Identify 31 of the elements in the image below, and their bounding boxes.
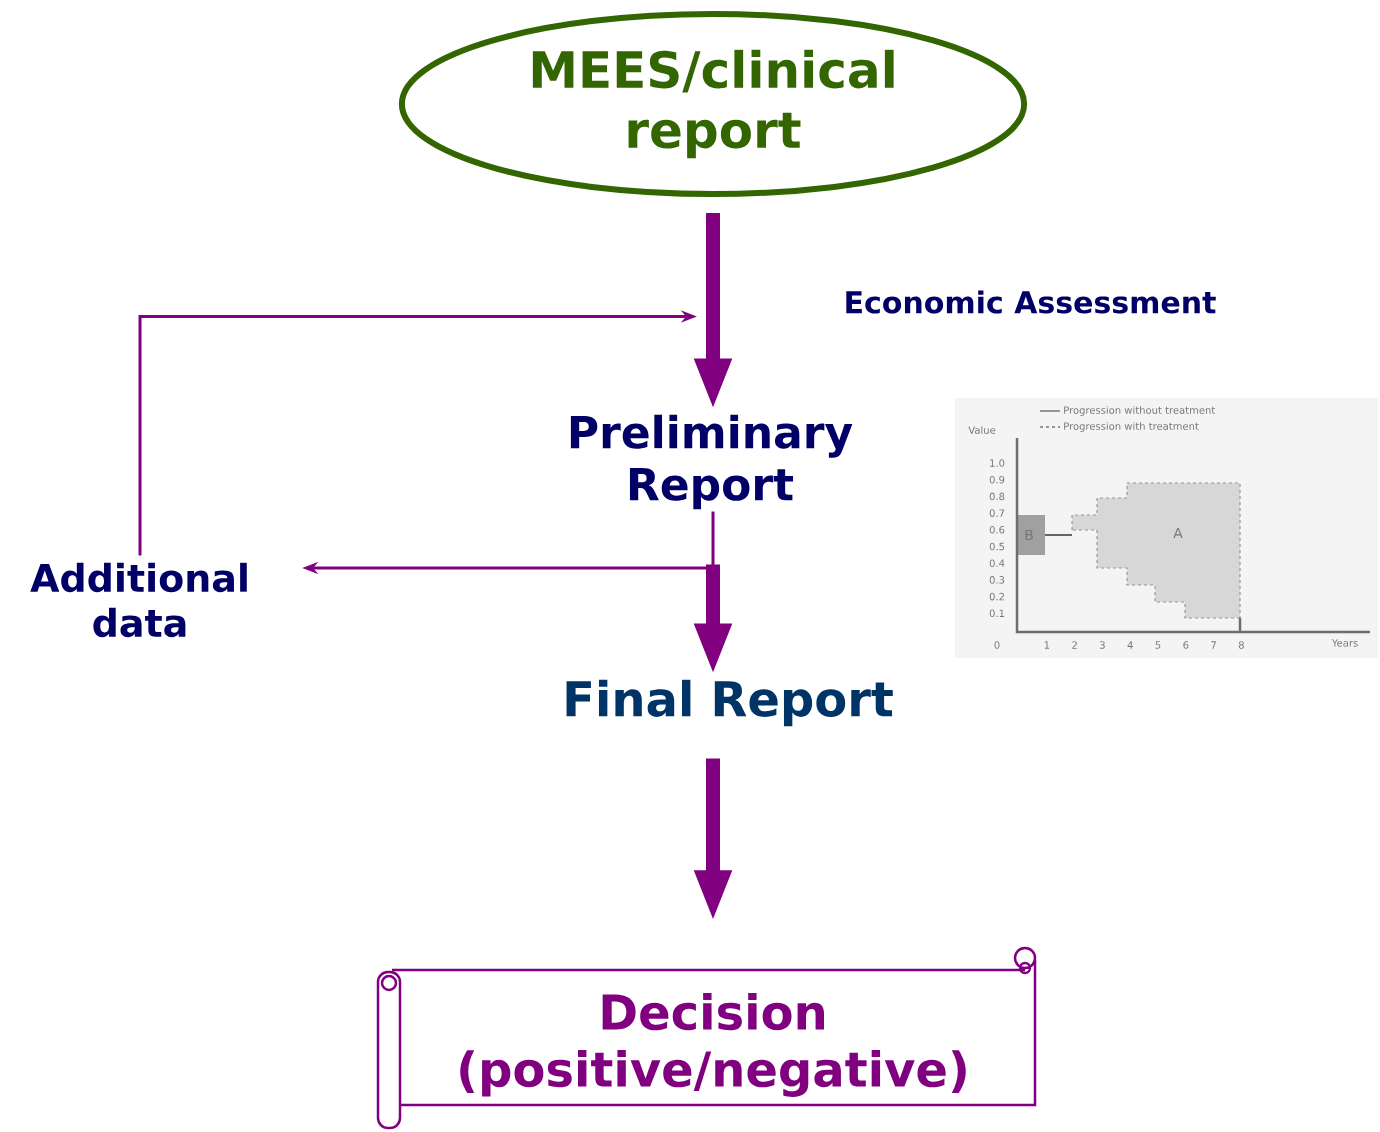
- step-label: Preliminary Report: [570, 414, 853, 510]
- edge-label: Economic Assessment: [846, 290, 1216, 314]
- tick-label: 0.8: [989, 492, 1005, 501]
- legend-entry: Progression with treatment: [1039, 422, 1199, 432]
- tick-label: 5: [1155, 641, 1161, 649]
- legend-entry: Progression without treatment: [1039, 406, 1215, 416]
- tick-label: 0.4: [989, 559, 1005, 567]
- tick-label: 0.6: [989, 526, 1005, 534]
- tick-label: 1.0: [990, 459, 1005, 467]
- axis-label: Years: [1331, 639, 1358, 647]
- tick-label: 0.2: [989, 592, 1004, 601]
- tick-label: 0.7: [989, 509, 1005, 517]
- tick-label: 0.9: [989, 475, 1005, 484]
- tick-label: 1: [1044, 641, 1050, 649]
- step-label: Final Report: [566, 679, 893, 727]
- region-label: A: [1173, 527, 1183, 539]
- node-label: Decision (positive/negative): [460, 993, 966, 1097]
- tick-label: 0.3: [989, 576, 1005, 584]
- tick-label: 4: [1127, 641, 1133, 649]
- tick-label: 2: [1072, 641, 1077, 649]
- tick-label: 0.5: [989, 542, 1005, 551]
- tick-label: 6: [1183, 641, 1189, 649]
- tick-label: 8: [1238, 641, 1244, 649]
- ellipse-node: MEES/clinical report: [398, 11, 1028, 197]
- tick-label: 3: [1100, 641, 1105, 649]
- tick-label: 0.1: [989, 609, 1005, 618]
- axis-label: Value: [968, 426, 996, 434]
- side-label: Additional data: [30, 562, 247, 638]
- tick-label: 0: [994, 641, 1000, 649]
- tick-label: 7: [1211, 641, 1216, 649]
- scroll-banner: Decision (positive/negative): [376, 946, 1037, 1130]
